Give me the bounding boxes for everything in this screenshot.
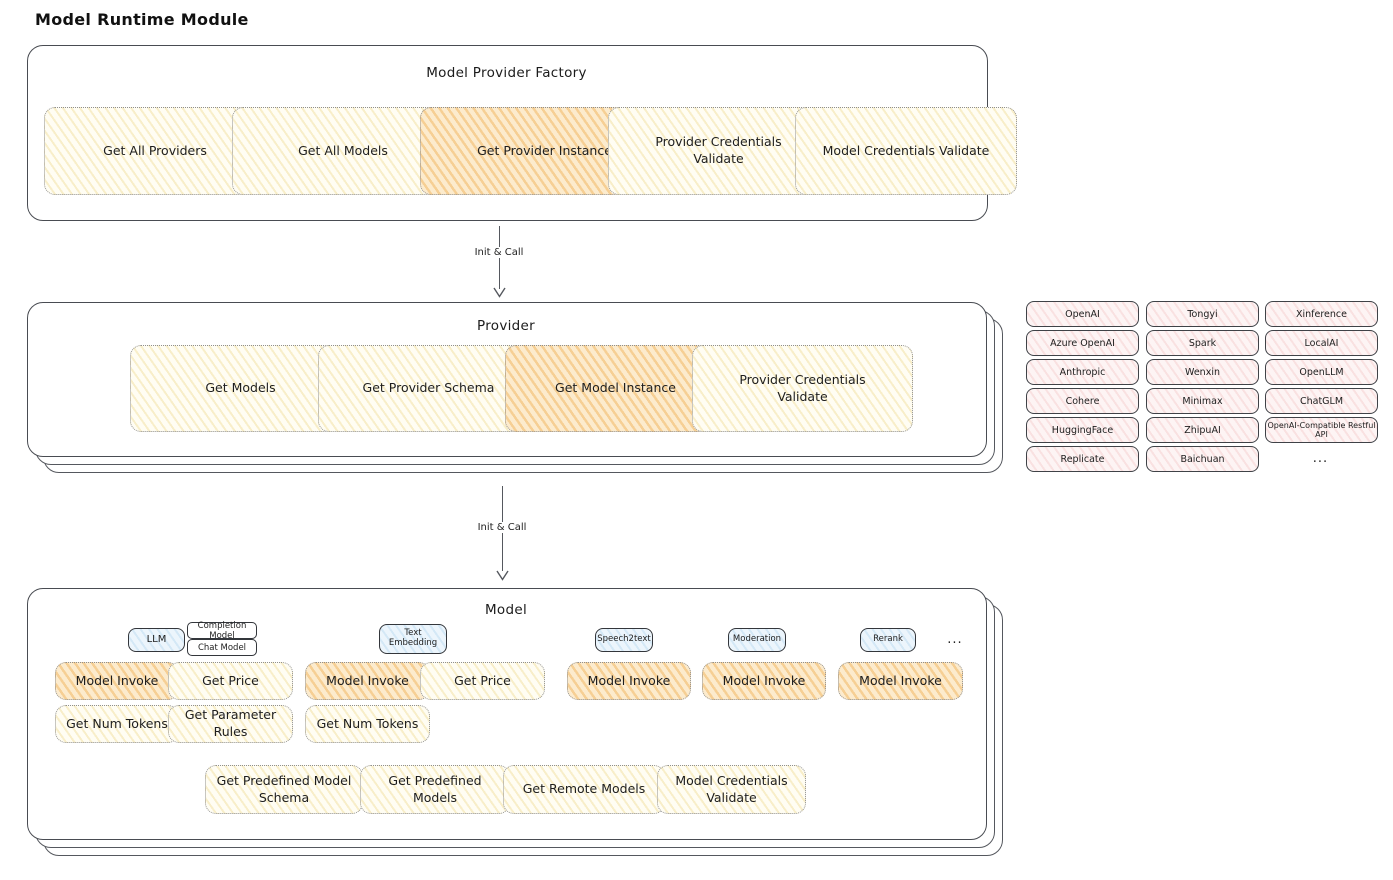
node-rerank-model-invoke: Model Invoke — [838, 662, 963, 700]
provider-item-xinference: Xinference — [1265, 301, 1378, 327]
node-model-credentials-validate-model: Model Credentials Validate — [657, 765, 806, 814]
tab-llm: LLM — [128, 628, 185, 652]
tab-moderation: Moderation — [728, 628, 786, 652]
node-llm-get-parameter-rules: Get Parameter Rules — [168, 705, 293, 743]
model-title: Model — [484, 602, 528, 618]
node-get-all-providers: Get All Providers — [44, 107, 266, 195]
provider-item-baichuan: Baichuan — [1146, 446, 1259, 472]
node-embedding-model-invoke: Model Invoke — [305, 662, 430, 700]
provider-item-cohere: Cohere — [1026, 388, 1139, 414]
provider-title: Provider — [477, 318, 535, 334]
node-llm-get-num-tokens: Get Num Tokens — [55, 705, 179, 743]
node-get-provider-schema: Get Provider Schema — [318, 345, 539, 432]
provider-item-openai: OpenAI — [1026, 301, 1139, 327]
node-provider-credentials-validate-provider: Provider Credentials Validate — [692, 345, 913, 432]
connector-label-init-call-2: Init & Call — [473, 522, 531, 533]
tab-completion-model: Completion Model — [187, 621, 257, 641]
node-speech2text-model-invoke: Model Invoke — [567, 662, 691, 700]
provider-item-chatglm: ChatGLM — [1265, 388, 1378, 414]
node-provider-credentials-validate-factory: Provider Credentials Validate — [608, 107, 829, 195]
provider-item-azure-openai: Azure OpenAI — [1026, 330, 1139, 356]
node-model-credentials-validate-factory: Model Credentials Validate — [795, 107, 1017, 195]
node-get-predefined-model-schema: Get Predefined Model Schema — [205, 765, 363, 814]
provider-item-openllm: OpenLLM — [1265, 359, 1378, 385]
arrowhead-down-icon — [493, 287, 506, 298]
node-embedding-get-num-tokens: Get Num Tokens — [305, 705, 430, 743]
node-get-remote-models: Get Remote Models — [503, 765, 665, 814]
provider-item-spark: Spark — [1146, 330, 1259, 356]
model-tabs-ellipsis: ... — [947, 631, 963, 647]
provider-item-tongyi: Tongyi — [1146, 301, 1259, 327]
provider-item-huggingface: HuggingFace — [1026, 417, 1139, 443]
provider-item-openai-compatible: OpenAI-Compatible Restful API — [1265, 417, 1378, 443]
provider-item-minimax: Minimax — [1146, 388, 1259, 414]
tab-chat-model: Chat Model — [187, 639, 257, 656]
tab-text-embedding: Text Embedding — [379, 624, 447, 654]
node-get-model-instance: Get Model Instance — [505, 345, 726, 432]
tab-speech2text: Speech2text — [595, 628, 653, 652]
node-llm-get-price: Get Price — [168, 662, 293, 700]
provider-item-replicate: Replicate — [1026, 446, 1139, 472]
diagram-title: Model Runtime Module — [35, 10, 249, 29]
provider-list-ellipsis: ... — [1312, 450, 1329, 466]
node-moderation-model-invoke: Model Invoke — [702, 662, 826, 700]
node-get-predefined-models: Get Predefined Models — [360, 765, 510, 814]
tab-rerank: Rerank — [860, 628, 916, 652]
provider-item-localai: LocalAI — [1265, 330, 1378, 356]
provider-item-wenxin: Wenxin — [1146, 359, 1259, 385]
connector-label-init-call-1: Init & Call — [470, 247, 528, 258]
node-llm-model-invoke: Model Invoke — [55, 662, 179, 700]
node-embedding-get-price: Get Price — [420, 662, 545, 700]
factory-title: Model Provider Factory — [426, 65, 587, 81]
provider-item-anthropic: Anthropic — [1026, 359, 1139, 385]
provider-item-zhipuai: ZhipuAI — [1146, 417, 1259, 443]
arrowhead-down-icon — [496, 570, 509, 581]
